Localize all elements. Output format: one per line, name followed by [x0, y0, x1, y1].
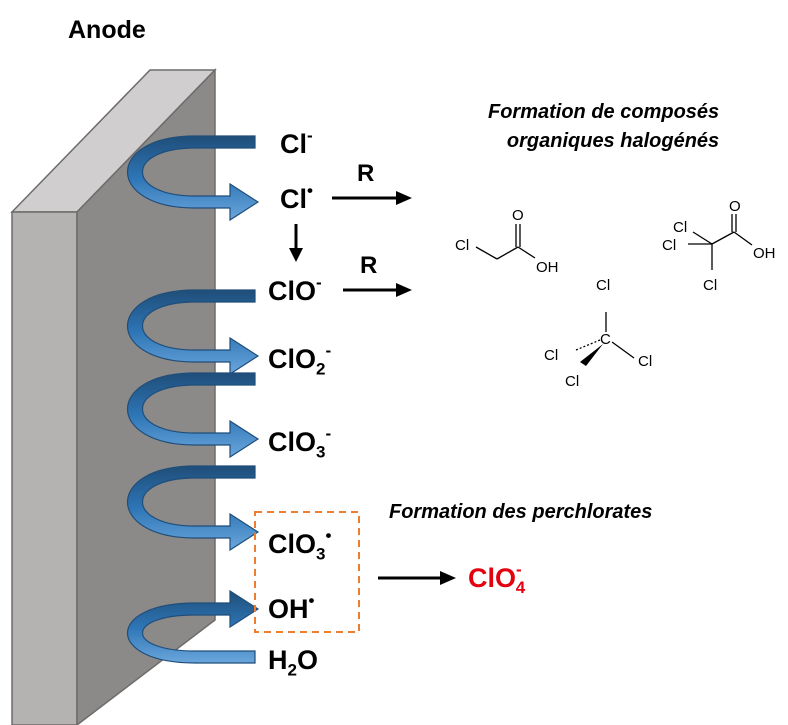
species-cl-radical: Cl• [280, 181, 313, 214]
curved-arrow-clo-to-clo2 [126, 289, 260, 376]
chloroacetic-o-label: O [512, 207, 524, 224]
chloroacetic-oh-label: OH [536, 259, 559, 276]
curved-arrow-clo3-to-clo3-radical [126, 465, 260, 552]
species-cl-minus: Cl- [280, 126, 313, 159]
curved-arrow-cl-to-cl-radical [126, 135, 260, 222]
ccl4-cl-right-label: Cl [638, 353, 652, 370]
trichloroacetic-cl1-label: Cl [673, 219, 687, 236]
halogenated-caption-line1: Formation de composés [488, 101, 720, 123]
electrode-left-face [11, 211, 78, 725]
species-clo3-radical: ClO3• [268, 526, 332, 564]
curved-arrow-water-to-oh-radical [126, 589, 260, 664]
reaction-arrows [289, 191, 456, 585]
reaction-label-r-upper: R [357, 160, 375, 187]
carbon-tetrachloride-structure: Cl C Cl Cl Cl [544, 277, 652, 390]
oxidation-arrows [126, 135, 260, 664]
species-water: H2O [268, 645, 318, 680]
reaction-label-r-lower: R [360, 252, 378, 279]
curved-arrow-clo2-to-clo3 [126, 372, 260, 459]
arrow-to-perchlorate [378, 571, 456, 585]
chloroacetic-cl-label: Cl [455, 237, 469, 254]
species-clo-minus: ClO- [268, 273, 322, 306]
ccl4-cl-left-label: Cl [544, 347, 558, 364]
species-oh-radical: OH• [268, 591, 315, 624]
trichloroacetic-oh-label: OH [753, 245, 776, 262]
arrow-clo-to-r [343, 283, 412, 297]
halogenated-caption: Formation de composés organiques halogén… [488, 98, 719, 156]
trichloroacetic-o-label: O [729, 198, 741, 215]
anode-title: Anode [68, 16, 146, 44]
species-clo3-minus: ClO3- [268, 424, 332, 462]
trichloroacetic-cl2-label: Cl [662, 237, 676, 254]
halogenated-caption-line2: organiques halogénés [506, 130, 720, 152]
anode-electrode [10, 68, 217, 725]
arrow-cl-radical-down-to-clo [289, 224, 303, 262]
trichloroacetic-cl3-label: Cl [703, 277, 717, 294]
ccl4-cl-bottom-label: Cl [565, 373, 579, 390]
species-clo2-minus: ClO2- [268, 341, 332, 379]
trichloroacetic-acid-structure: Cl Cl Cl O OH [662, 198, 776, 294]
perchlorate-product: ClO-4 [468, 560, 526, 598]
ccl4-cl-top-label: Cl [596, 277, 610, 294]
radical-dashed-box [254, 511, 360, 633]
arrow-cl-radical-to-r [332, 191, 412, 205]
perchlorates-caption: Formation des perchlorates [389, 501, 653, 523]
ccl4-c-label: C [600, 331, 611, 348]
chloroacetic-acid-structure: Cl O OH [455, 207, 559, 276]
